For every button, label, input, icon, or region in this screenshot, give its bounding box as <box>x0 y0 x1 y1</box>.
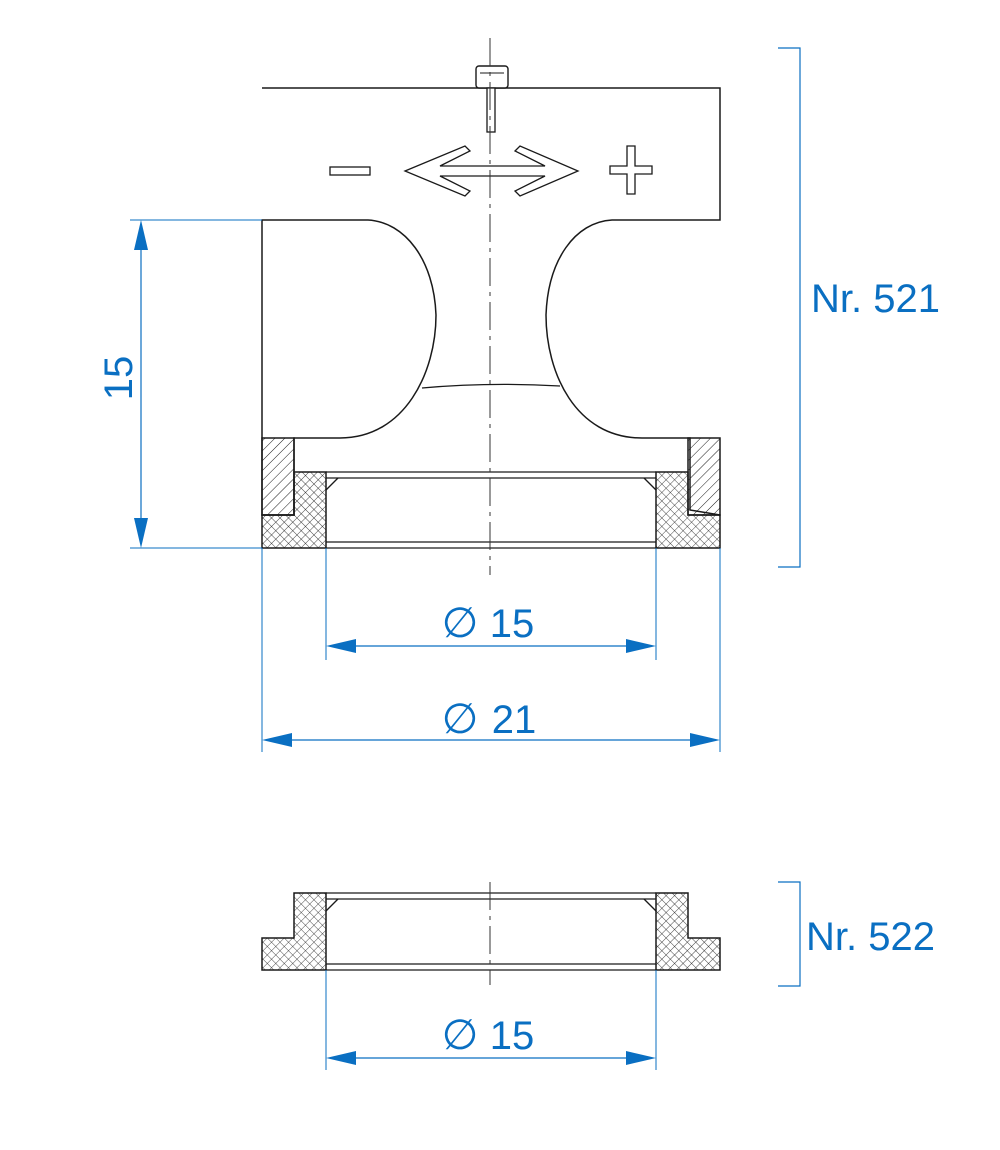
part-522-left-section <box>261 892 327 971</box>
height-dimension: 15 <box>97 219 262 549</box>
inner-diameter-symbol: ∅ <box>442 599 479 646</box>
part-522-bore-lines <box>325 892 657 971</box>
inner-diameter-value: 15 <box>490 602 535 646</box>
plus-symbol-icon <box>609 145 653 195</box>
part-521: − + 15 <box>97 38 940 752</box>
part-522-diameter-value: 15 <box>490 1014 535 1058</box>
right-flange-hatched <box>687 437 721 516</box>
part-521-bracket: Nr. 521 <box>778 47 940 568</box>
bore-lines <box>325 471 657 549</box>
outer-diameter-symbol: ∅ <box>442 695 479 742</box>
height-dimension-value: 15 <box>97 356 141 401</box>
outer-diameter-value: 21 <box>492 698 537 742</box>
part-522-right-section <box>655 892 721 971</box>
waist-line <box>421 383 561 389</box>
outer-diameter-dimension: ∅ 21 <box>261 548 721 752</box>
double-arrow-icon <box>403 145 580 197</box>
part-522-label: Nr. 522 <box>806 915 935 959</box>
left-flange-hatched <box>261 437 295 516</box>
part-522-diameter-symbol: ∅ <box>442 1011 479 1058</box>
part-521-label: Nr. 521 <box>811 277 940 321</box>
inner-diameter-dimension: ∅ 15 <box>325 548 657 660</box>
part-522-inner-diameter-dimension: ∅ 15 <box>325 970 657 1070</box>
minus-symbol-icon <box>329 166 371 176</box>
part-522-bracket: Nr. 522 <box>778 881 935 987</box>
gauge-body-outline <box>261 87 721 516</box>
part-522: ∅ 15 Nr. 522 <box>261 881 935 1070</box>
top-pin <box>475 65 509 133</box>
